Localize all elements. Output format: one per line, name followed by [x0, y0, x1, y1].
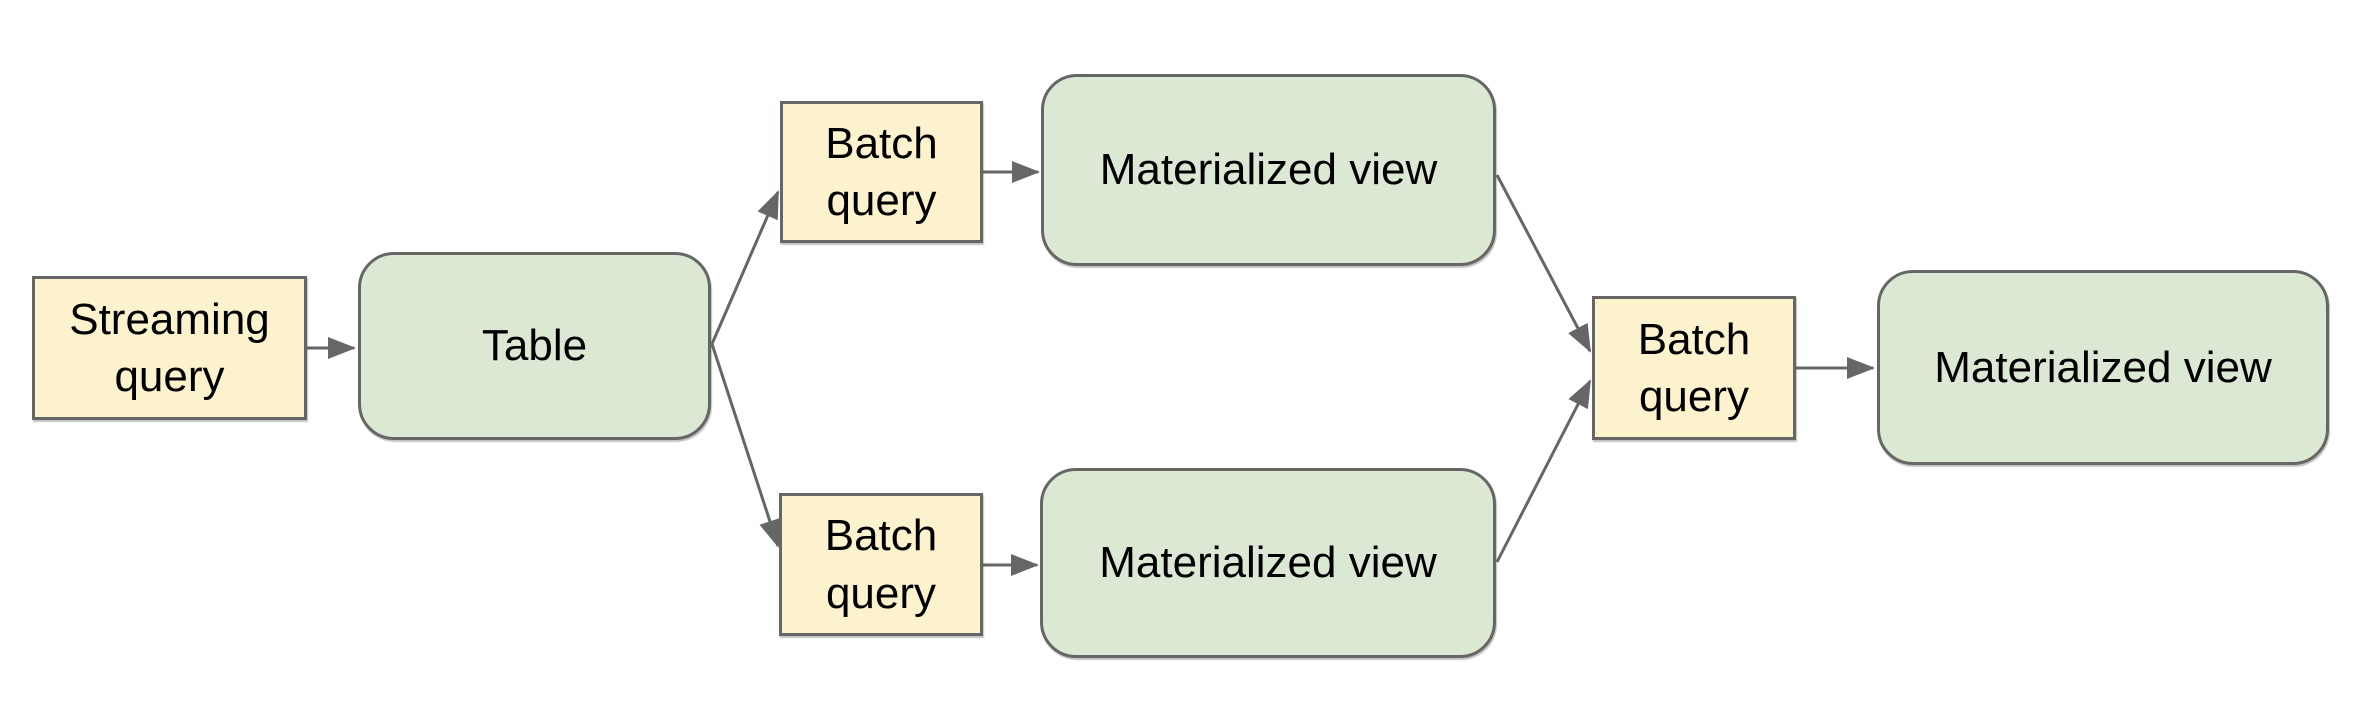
edge-mv-bottom-to-batch-query-final	[1495, 379, 1592, 563]
node-table: Table	[358, 252, 711, 440]
node-table-label: Table	[481, 321, 588, 371]
node-materialized-view-top-label: Materialized view	[1099, 145, 1438, 195]
node-streaming-query-label: Streaming query	[69, 294, 270, 401]
node-batch-query-final-label: Batch query	[1637, 314, 1751, 421]
node-batch-query-bottom-label: Batch query	[824, 511, 938, 618]
node-streaming-query: Streaming query	[32, 276, 307, 420]
edge-table-to-batch-query-bottom	[710, 343, 781, 548]
node-batch-query-top: Batch query	[780, 101, 983, 243]
node-batch-query-top-label: Batch query	[825, 118, 938, 225]
edge-table-to-batch-query-top	[710, 190, 780, 345]
node-materialized-view-top: Materialized view	[1041, 74, 1496, 266]
node-batch-query-final: Batch query	[1592, 296, 1796, 440]
edge-mv-top-to-batch-query-final	[1495, 174, 1592, 353]
node-materialized-view-final: Materialized view	[1877, 270, 2329, 465]
node-materialized-view-final-label: Materialized view	[1934, 342, 2272, 392]
node-batch-query-bottom: Batch query	[779, 493, 983, 636]
node-materialized-view-bottom-label: Materialized view	[1099, 538, 1437, 588]
node-materialized-view-bottom: Materialized view	[1040, 468, 1496, 658]
